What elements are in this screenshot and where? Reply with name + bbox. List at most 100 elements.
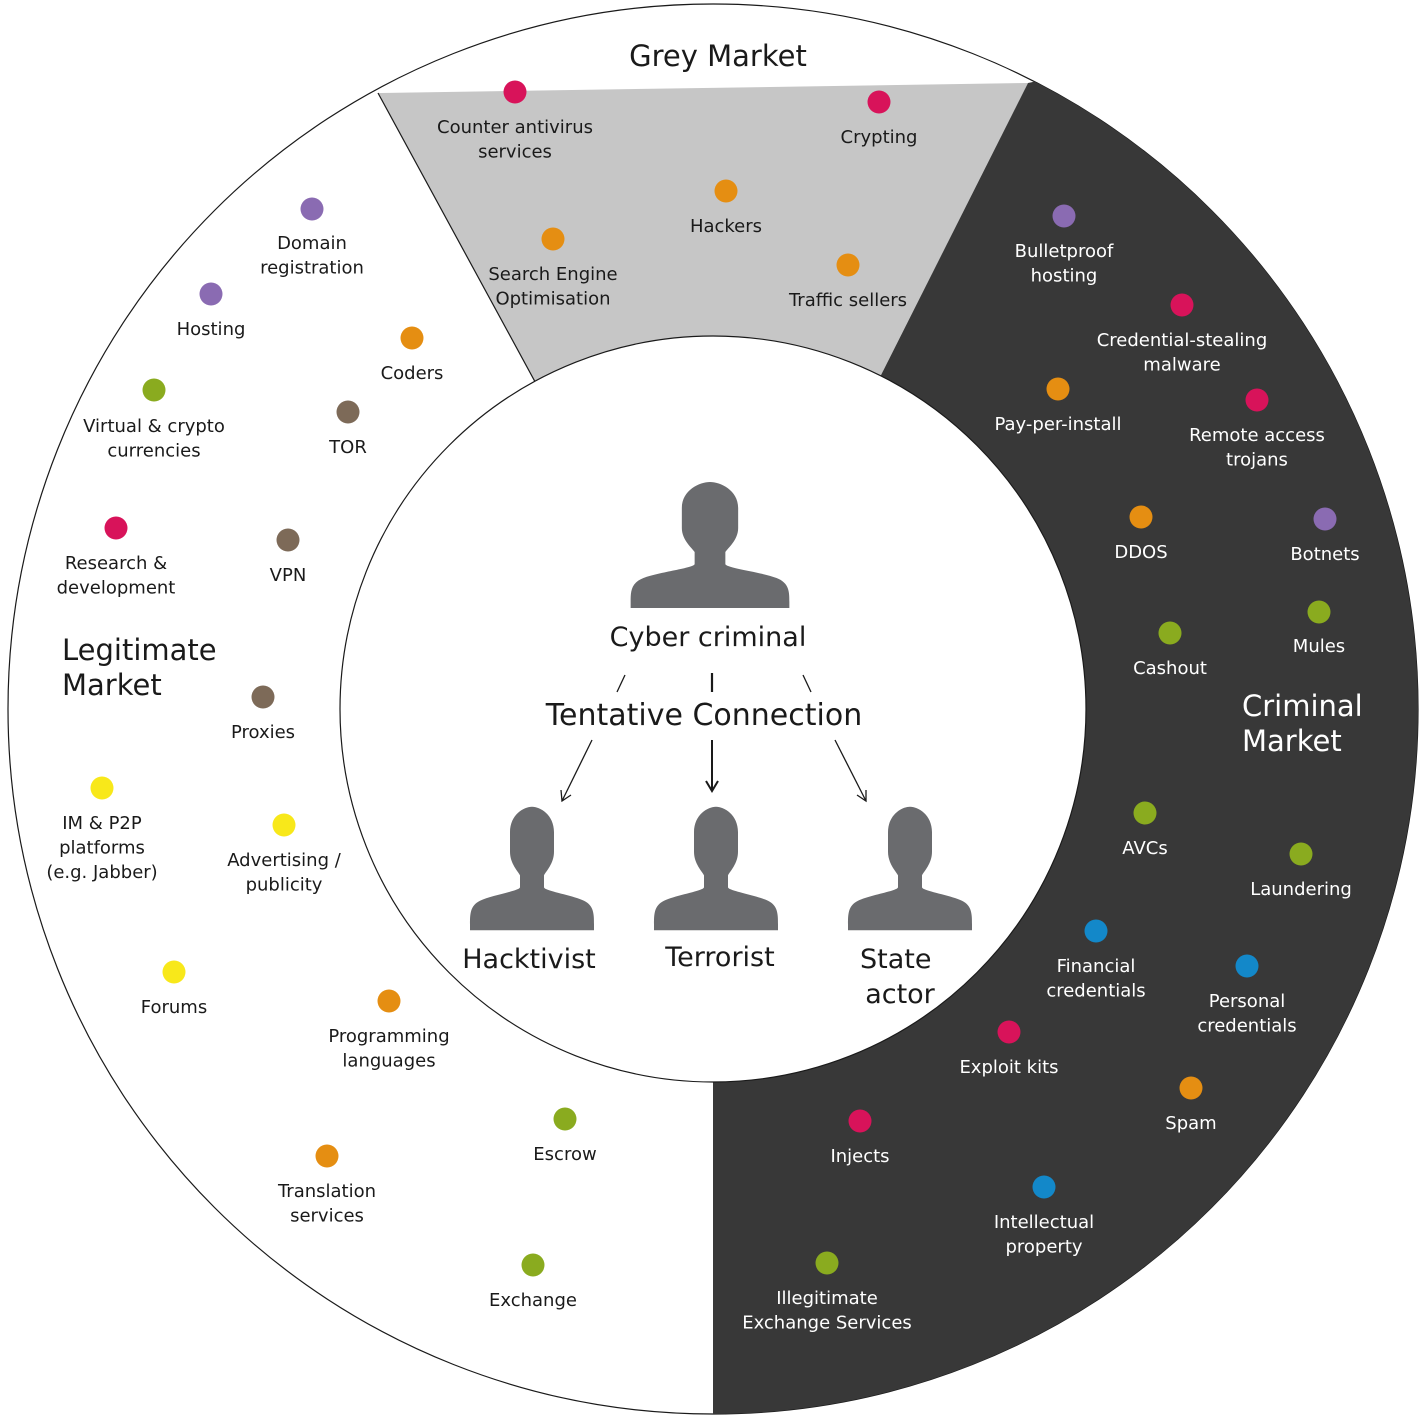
category-dot-red [104,516,128,540]
item-label-line: languages [342,1051,435,1072]
state-actor-line-2: actor [865,979,935,1010]
market-item-mules: Mules [1293,600,1345,657]
cyber-criminal-label: Cyber criminal [610,622,807,653]
category-dot-blue [1032,1175,1056,1199]
item-label-line: Crypting [841,127,918,148]
category-dot-brown [251,685,275,709]
category-dot-green [521,1253,545,1277]
category-dot-green [815,1251,839,1275]
market-item-credential-malware: Credential-stealing malware [1097,293,1268,376]
item-label-line: Laundering [1250,879,1352,900]
item-label-mules: Mules [1293,636,1345,657]
market-item-spam: Spam [1165,1076,1217,1134]
category-dot-red [848,1109,872,1133]
item-label-exploit-kits: Exploit kits [959,1057,1058,1078]
category-dot-red [503,80,527,104]
item-label-translation: Translation services [277,1181,376,1227]
category-dot-purple [1313,507,1337,531]
market-item-translation: Translation services [277,1144,376,1227]
item-label-line: credentials [1197,1016,1296,1037]
item-label-line: Proxies [231,722,295,743]
category-dot-brown [336,400,360,424]
legitimate-title-line-2: Market [62,668,162,702]
category-dot-purple [199,282,223,306]
item-label-line: Coders [381,363,444,384]
category-dot-purple [300,197,324,221]
state-actor-label: State actor [860,944,940,1010]
item-label-line: Hackers [690,216,762,237]
market-item-avcs: AVCs [1122,801,1168,859]
grey-market-title: Grey Market [629,39,807,73]
market-item-botnets: Botnets [1290,507,1360,565]
item-label-line: Personal [1209,991,1286,1012]
market-item-tor: TOR [328,400,367,458]
item-label-line: credentials [1046,981,1145,1002]
item-label-forums: Forums [141,997,207,1018]
item-label-line: Spam [1165,1113,1216,1134]
item-label-personal-credentials: Personal credentials [1197,991,1296,1037]
item-label-pay-per-install: Pay-per-install [994,414,1121,435]
category-dot-orange [1179,1076,1203,1100]
item-label-line: AVCs [1122,838,1167,859]
item-label-line: services [290,1206,364,1227]
item-label-line: Translation [277,1181,376,1202]
item-label-line: platforms [59,838,145,859]
item-label-proxies: Proxies [231,722,295,743]
market-item-research: Research &development [57,516,176,599]
item-label-exchange: Exchange [489,1290,577,1311]
item-label-line: Domain [277,233,347,254]
market-item-exploit-kits: Exploit kits [959,1020,1059,1078]
item-label-avcs: AVCs [1122,838,1167,859]
item-label-line: Virtual & crypto [83,416,225,437]
item-label-line: Exploit kits [959,1057,1058,1078]
item-label-ddos: DDOS [1114,542,1167,563]
category-dot-orange [714,179,738,203]
market-item-crypting: Crypting [841,90,918,148]
item-label-line: Forums [141,997,207,1018]
category-dot-yellow [272,813,296,837]
item-label-research: Research &development [57,553,176,599]
category-dot-orange [836,253,860,277]
item-label-line: IM & P2P [62,813,142,834]
market-item-coders: Coders [381,326,444,384]
item-label-credential-malware: Credential-stealing malware [1097,330,1268,376]
item-label-line: publicity [246,875,323,896]
item-label-line: Mules [1293,636,1345,657]
category-dot-orange [1129,505,1153,529]
item-label-line: VPN [270,565,307,586]
item-label-line: Credential-stealing [1097,330,1268,351]
item-label-line: currencies [107,441,200,462]
arrow-to-state-actor [834,739,867,803]
category-dot-green [142,378,166,402]
item-label-line: malware [1143,355,1220,376]
item-label-line: development [57,578,176,599]
market-item-laundering: Laundering [1250,842,1352,900]
item-label-line: Counter antivirus [437,117,593,138]
item-label-botnets: Botnets [1290,544,1359,565]
category-dot-green [1307,600,1331,624]
criminal-title-line-1: Criminal [1242,689,1363,723]
item-label-line: Illegitimate [776,1288,878,1309]
market-item-forums: Forums [141,960,207,1018]
category-dot-green [1133,801,1157,825]
item-label-line: Advertising / [227,850,342,871]
market-item-proxies: Proxies [231,685,295,743]
item-label-line: Exchange [489,1290,577,1311]
item-label-advertising: Advertising / publicity [227,850,342,896]
market-item-personal-credentials: Personal credentials [1197,954,1297,1037]
item-label-line: Optimisation [495,289,610,310]
item-label-virtual-crypto: Virtual & crypto currencies [83,416,225,462]
